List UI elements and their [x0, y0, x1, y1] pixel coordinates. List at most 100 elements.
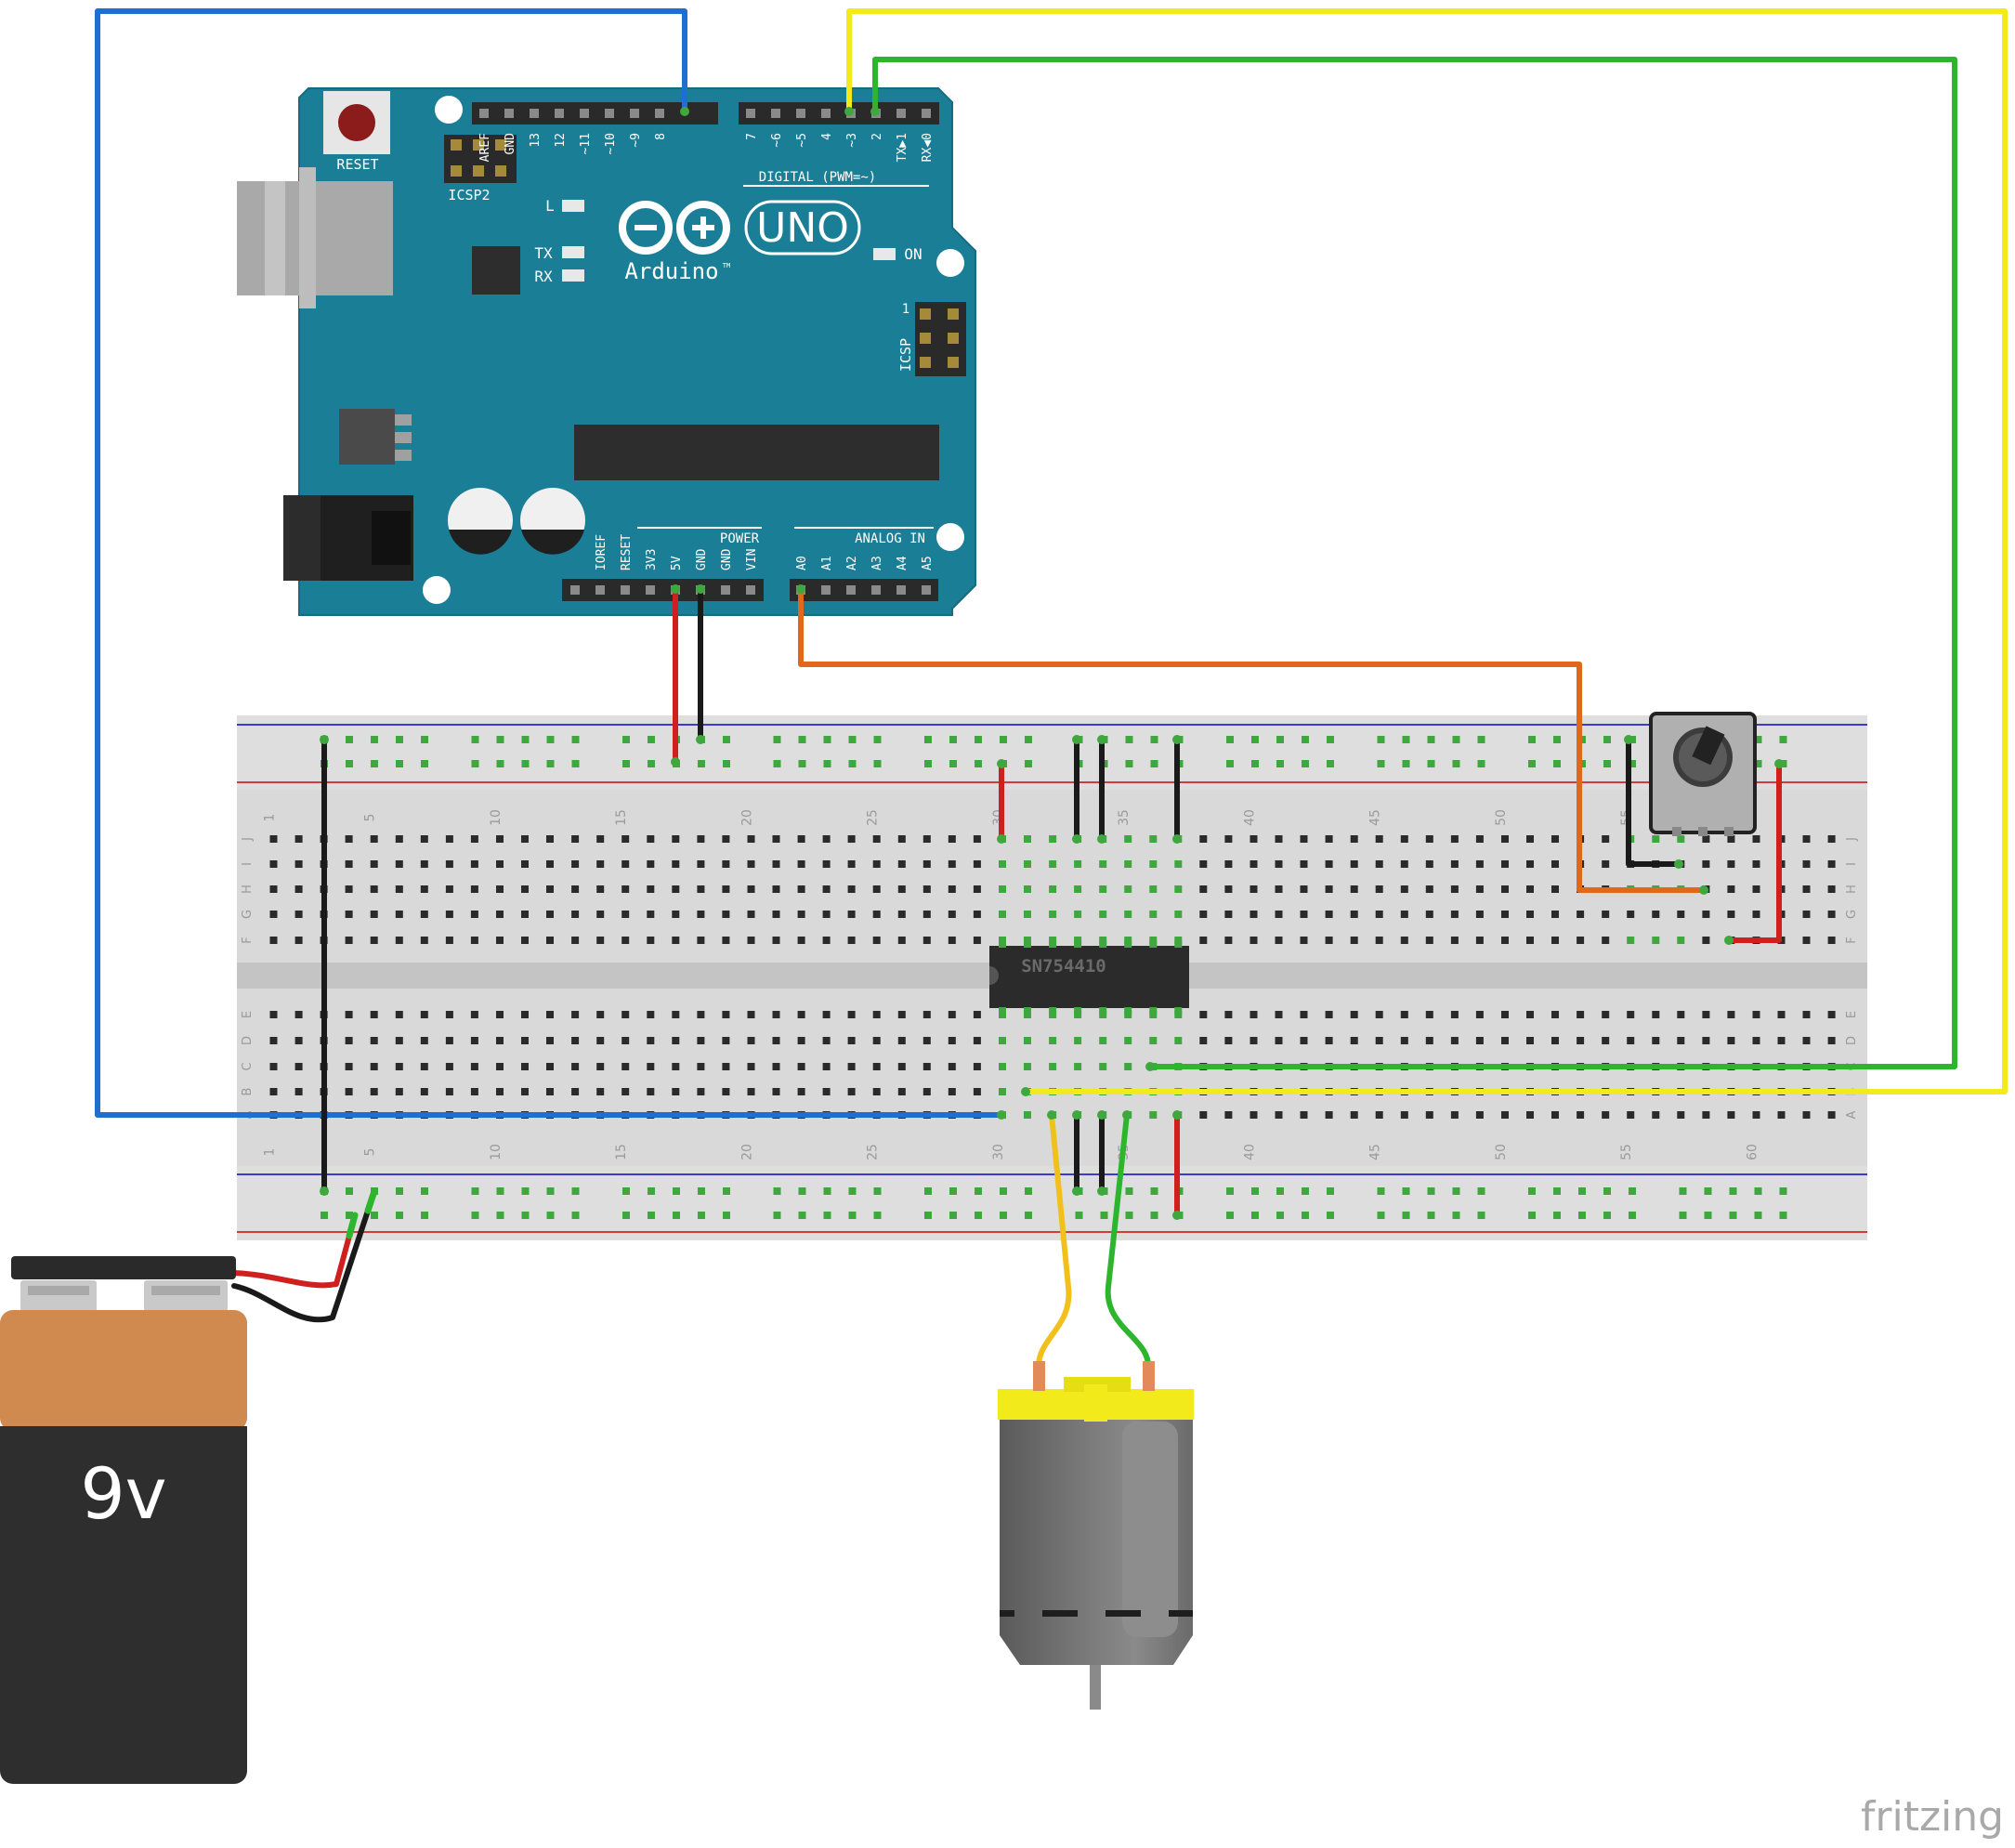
wire-endpoints: [320, 107, 1784, 1220]
battery-terminal-ring: [151, 1286, 220, 1295]
breadboard-hole: [747, 1063, 755, 1070]
chip-pin: [999, 1007, 1006, 1015]
breadboard-hole: [596, 911, 605, 918]
breadboard-hole: [1602, 911, 1610, 918]
breadboard-hole: [1000, 736, 1007, 743]
breadboard-hole: [1224, 937, 1233, 944]
breadboard-hole: [1377, 1212, 1385, 1219]
wire-endpoint: [1097, 834, 1106, 844]
breadboard-hole: [1827, 1011, 1836, 1018]
breadboard-hole: [420, 860, 428, 868]
breadboard-hole: [395, 1037, 403, 1044]
dc-jack-inner: [372, 511, 411, 565]
breadboard-hole: [546, 911, 554, 918]
mount-hole: [936, 249, 964, 277]
breadboard-hole: [1679, 1187, 1687, 1195]
breadboard-hole: [1427, 760, 1435, 767]
breadboard-hole: [772, 1037, 780, 1044]
header-pin: [630, 109, 639, 118]
breadboard-hole: [1275, 1111, 1283, 1119]
breadboard-hole: [395, 937, 403, 944]
breadboard-hole: [622, 1187, 630, 1195]
wire-endpoint: [1072, 1186, 1081, 1196]
reset-button[interactable]: [338, 104, 375, 141]
breadboard-hole: [445, 885, 453, 893]
breadboard-hole: [1074, 1037, 1082, 1044]
breadboard-hole: [1652, 835, 1660, 843]
breadboard-hole: [897, 911, 906, 918]
breadboard-hole: [1124, 885, 1132, 893]
breadboard-hole: [948, 860, 956, 868]
breadboard-hole: [496, 885, 504, 893]
power-pin-label: IOREF: [595, 534, 608, 570]
header-pin: [580, 109, 589, 118]
breadboard-hole: [772, 860, 780, 868]
chip-notch: [989, 966, 999, 985]
breadboard-hole: [445, 937, 453, 944]
breadboard-hole: [1325, 835, 1333, 843]
breadboard-hole: [622, 860, 630, 868]
wire-endpoint: [1097, 1110, 1106, 1120]
breadboard-hole: [445, 1088, 453, 1095]
breadboard-hole: [1224, 1037, 1233, 1044]
header-pin: [555, 109, 564, 118]
chip-pin: [1099, 1007, 1107, 1015]
icsp2-pin: [451, 165, 462, 177]
breadboard-hole: [371, 1212, 378, 1219]
breadboard-hole: [975, 1212, 982, 1219]
breadboard-hole: [1603, 736, 1611, 743]
icsp-pin: [920, 357, 931, 368]
breadboard-hole: [622, 937, 630, 944]
breadboard-hole: [622, 835, 630, 843]
breadboard-hole: [1629, 1212, 1636, 1219]
breadboard-hole: [1224, 1111, 1233, 1119]
breadboard-hole: [1350, 1037, 1358, 1044]
breadboard-hole: [1677, 1037, 1685, 1044]
breadboard-hole: [546, 885, 554, 893]
breadboard-hole: [420, 1037, 428, 1044]
chip-body: [989, 946, 1189, 1008]
breadboard-hole: [1300, 835, 1308, 843]
breadboard-hole: [1149, 860, 1158, 868]
breadboard-hole: [973, 860, 981, 868]
breadboard-hole: [1827, 1037, 1836, 1044]
breadboard-hole: [1577, 1011, 1585, 1018]
led-on: [873, 248, 896, 260]
breadboard-hole: [1501, 911, 1509, 918]
breadboard-hole: [948, 1063, 956, 1070]
breadboard-hole: [1024, 1063, 1031, 1070]
breadboard-hole: [948, 885, 956, 893]
breadboard-hole: [1452, 736, 1460, 743]
header-pin: [621, 585, 630, 595]
breadboard-hole: [496, 1212, 504, 1219]
breadboard-hole: [571, 937, 580, 944]
breadboard-hole: [822, 835, 831, 843]
breadboard-hole: [1553, 1187, 1561, 1195]
breadboard-hole: [1752, 835, 1760, 843]
digital-pin-label: GND: [504, 133, 517, 155]
column-number-bottom: 40: [1243, 1144, 1258, 1160]
column-number-bottom: 20: [740, 1144, 755, 1160]
column-number-top: 10: [489, 809, 504, 826]
breadboard-hole: [822, 1011, 831, 1018]
breadboard-hole: [697, 885, 705, 893]
breadboard-hole: [822, 911, 831, 918]
breadboard-hole: [1551, 911, 1559, 918]
breadboard-hole: [1652, 937, 1660, 944]
breadboard-hole: [622, 885, 630, 893]
row-label-right: H: [1845, 885, 1859, 894]
breadboard-hole: [1024, 1111, 1031, 1119]
breadboard-hole: [1551, 885, 1559, 893]
breadboard-hole: [1702, 835, 1710, 843]
breadboard-hole: [294, 835, 303, 843]
breadboard-hole: [1226, 1212, 1234, 1219]
wire-endpoint: [796, 584, 805, 594]
header-pin: [646, 585, 655, 595]
breadboard-hole: [1551, 860, 1559, 868]
chip-label: SN754410: [1021, 956, 1106, 976]
breadboard-hole: [1802, 937, 1811, 944]
breadboard-hole: [924, 760, 932, 767]
breadboard-hole: [1276, 760, 1284, 767]
breadboard-hole: [1375, 1111, 1383, 1119]
breadboard-hole: [471, 1212, 479, 1219]
